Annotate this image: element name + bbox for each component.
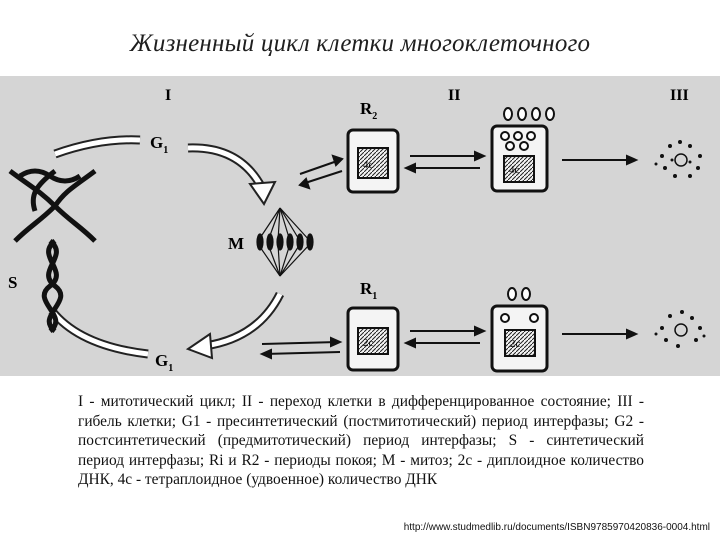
arrows-m-r2 bbox=[298, 154, 344, 190]
cell-r1: 2c bbox=[346, 306, 400, 372]
cell-death-fragments-top bbox=[654, 140, 702, 178]
svg-text:2c: 2c bbox=[510, 338, 521, 350]
source-url[interactable]: http://www.studmedlib.ru/documents/ISBN9… bbox=[403, 522, 710, 533]
arrows-r2-ii bbox=[403, 150, 487, 174]
mitotic-spindle-icon bbox=[256, 207, 314, 277]
label-III: III bbox=[670, 87, 689, 104]
slide-title: Жизненный цикл клетки многоклеточного bbox=[129, 30, 591, 57]
label-II: II bbox=[448, 87, 460, 104]
cell-death-fragments-bottom bbox=[654, 310, 706, 348]
arrows-r1-ii bbox=[403, 325, 487, 349]
label-g1-bottom: G1 bbox=[155, 351, 173, 374]
svg-text:2c: 2c bbox=[363, 337, 374, 349]
dna-helix-icon bbox=[8, 168, 97, 333]
svg-text:4c: 4c bbox=[363, 159, 374, 171]
label-r1: R1 bbox=[360, 279, 377, 302]
svg-text:4c: 4c bbox=[509, 164, 520, 176]
differentiated-cell-top: 4c bbox=[490, 107, 555, 193]
differentiated-cell-bottom: 2c bbox=[490, 287, 549, 373]
arrow-s-to-g2 bbox=[53, 135, 141, 159]
label-s: S bbox=[8, 273, 17, 292]
label-g1-top: G1 bbox=[150, 133, 168, 156]
arrow-g1-to-m bbox=[187, 143, 277, 206]
arrow-g1-to-s bbox=[48, 308, 149, 359]
cell-r2: 4c bbox=[346, 128, 400, 194]
arrows-g1-r1 bbox=[259, 336, 343, 360]
label-r2: R2 bbox=[360, 99, 377, 122]
diagram-caption: I - митотический цикл; II - переход клет… bbox=[78, 393, 644, 488]
arrows-to-death bbox=[562, 154, 639, 340]
label-I: I bbox=[165, 87, 171, 104]
cell-cycle-diagram: I II III G1 G1 M S bbox=[0, 76, 720, 376]
arrow-m-to-g1 bbox=[185, 291, 285, 360]
label-m: M bbox=[228, 234, 244, 253]
